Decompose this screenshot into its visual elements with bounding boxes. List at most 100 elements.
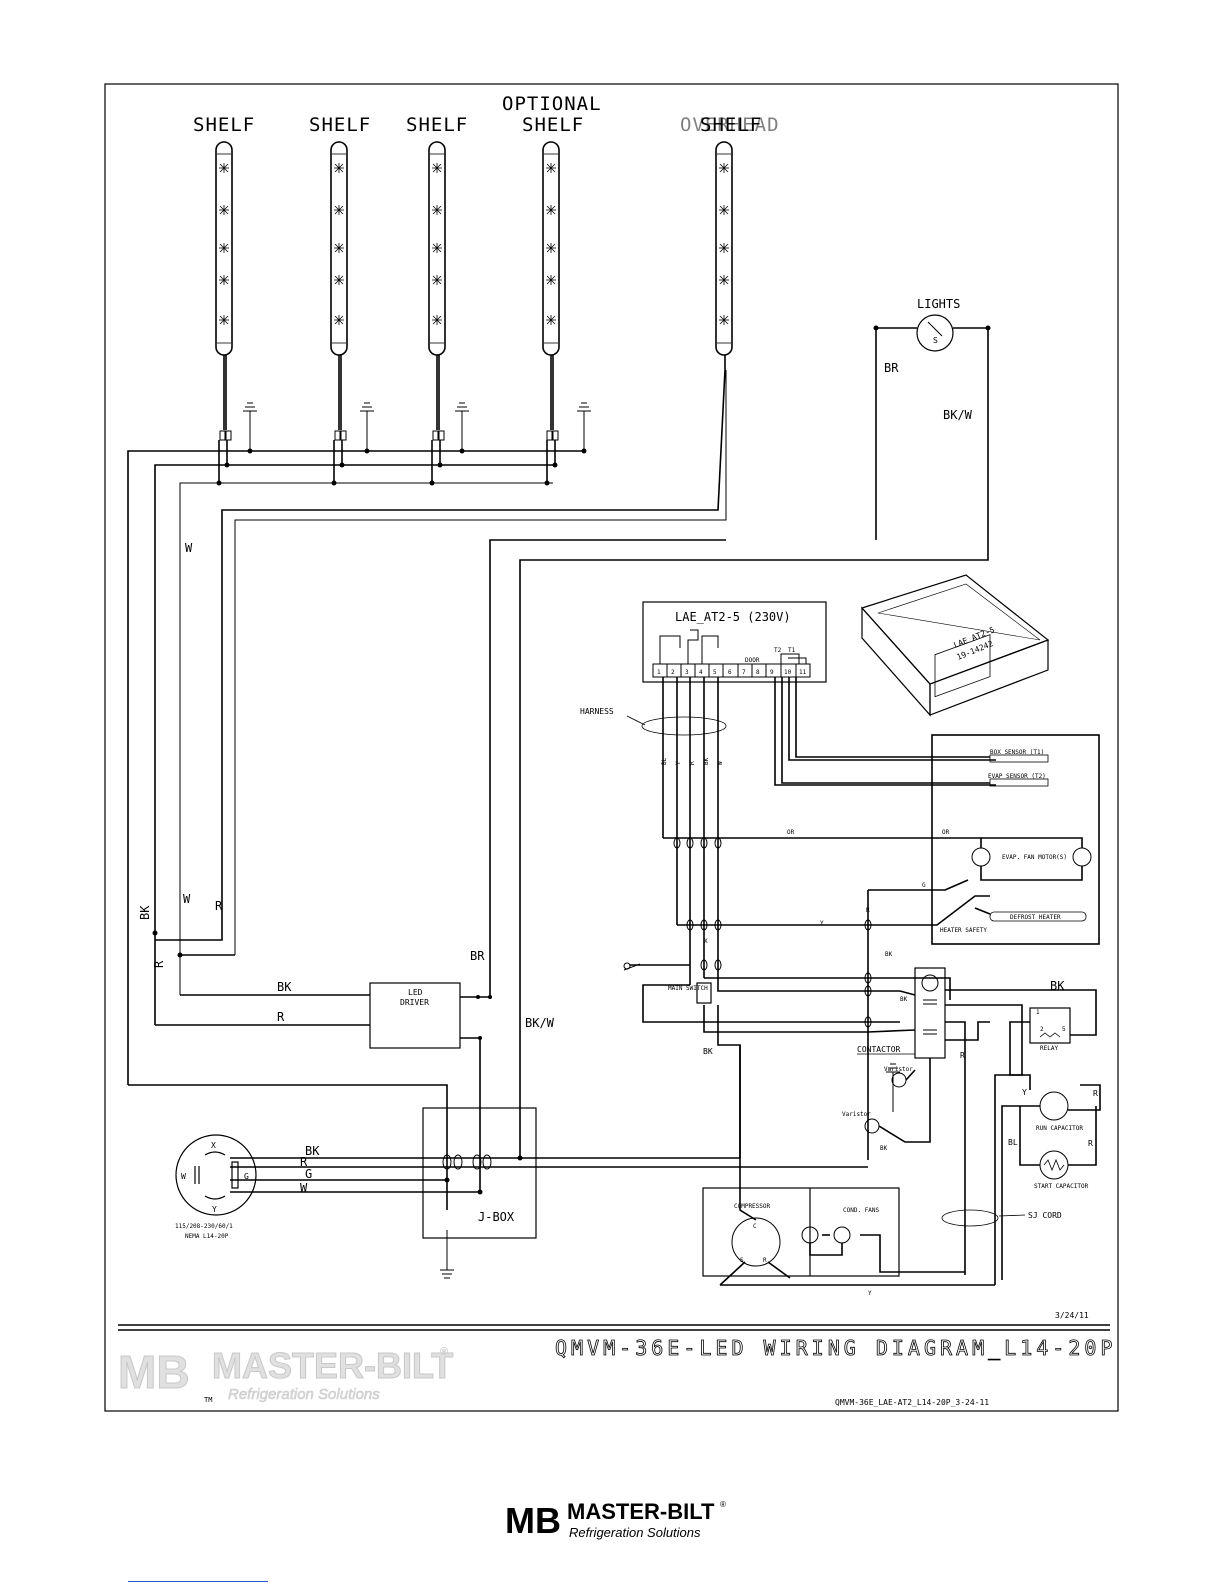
evap-fan-motor-right <box>1072 847 1092 867</box>
svg-text:BK: BK <box>703 757 710 765</box>
evap-wires <box>663 837 1083 1160</box>
evap-sensor-label: EVAP SENSOR (T2) <box>988 773 1046 780</box>
controller-terminal-strip <box>652 663 811 678</box>
ground-symbol <box>576 402 592 452</box>
svg-text:3: 3 <box>685 669 689 676</box>
svg-text:1: 1 <box>657 669 661 676</box>
drawing-title: QMVM-36E-LED WIRING DIAGRAM_L14-20P <box>555 1336 1116 1360</box>
evap-fan-motor-left <box>971 847 991 867</box>
jbox-splices <box>442 1154 492 1170</box>
wire-label-bk: BK <box>900 996 908 1003</box>
relay <box>1029 1007 1071 1044</box>
harness-sheath <box>641 716 727 736</box>
wire-label-bk: BK <box>138 905 152 920</box>
plug-g: G <box>244 1172 249 1181</box>
svg-text:7: 7 <box>742 669 746 676</box>
wire-label-br: BR <box>884 361 899 375</box>
led-bar-shelf-3 <box>428 141 446 356</box>
wire-label-r: R <box>300 1155 308 1169</box>
controller-relays <box>659 629 807 664</box>
wire-label-w: W <box>183 892 191 906</box>
t2-label: T2 <box>774 647 782 654</box>
box-sensor <box>989 754 1049 763</box>
harness-color-labels: BL Y R BK W <box>661 757 724 765</box>
relay-pin-1: 1 <box>1036 1009 1040 1016</box>
wire-label-or: OR <box>942 829 950 836</box>
varistor-label-2: Varistor <box>842 1111 871 1118</box>
led-bar-shelf-2 <box>330 141 348 356</box>
j-box <box>422 1107 537 1239</box>
compressor-power-wires <box>945 989 1101 1285</box>
evaporator-section <box>931 734 1100 945</box>
contactor-label: CONTACTOR <box>857 1045 901 1054</box>
svg-text:6: 6 <box>728 669 732 676</box>
wire-label-r: R <box>866 907 870 914</box>
shelf-label-1: SHELF <box>193 114 255 136</box>
relay-label: RELAY <box>1040 1045 1058 1052</box>
wire-label-r: R <box>960 1051 965 1060</box>
wire-label-bk: BK <box>880 1145 888 1152</box>
plug-spec: NEMA L14-20P <box>185 1233 229 1240</box>
controller-label: LAE_AT2-5 (230V) <box>675 610 791 624</box>
svg-text:4: 4 <box>699 669 703 676</box>
t1-label: T1 <box>788 647 796 654</box>
svg-text:Y: Y <box>675 761 682 765</box>
led-driver-label: LED <box>408 988 423 997</box>
wire-label-br: BR <box>470 949 485 963</box>
led-bar-shelf-4 <box>542 141 560 356</box>
wire-label-r: R <box>1088 1139 1093 1148</box>
compressor-label: COMPRESSOR <box>734 1203 771 1210</box>
evap-fan-label: EVAP. FAN MOTOR(S) <box>1002 854 1067 861</box>
svg-text:MASTER-BILT: MASTER-BILT <box>567 1499 715 1524</box>
svg-text:®: ® <box>720 1500 726 1509</box>
wire-label-or: OR <box>787 829 795 836</box>
plug-x: X <box>211 1141 216 1150</box>
door-label: DOOR <box>745 657 760 664</box>
led-driver-wires <box>155 539 726 1192</box>
cond-fans-label: COND. FANS <box>843 1207 880 1214</box>
svg-text:2: 2 <box>671 669 675 676</box>
run-capacitor <box>1039 1091 1069 1121</box>
nema-plug <box>175 1134 257 1216</box>
contactor-coil <box>921 974 939 992</box>
lights-switch-s: S <box>933 336 938 345</box>
relay-pin-5: 5 <box>1062 1026 1066 1033</box>
plug-y: Y <box>212 1205 217 1214</box>
led-driver-label: DRIVER <box>400 998 429 1007</box>
svg-text:W: W <box>717 761 724 765</box>
svg-text:11: 11 <box>799 669 807 676</box>
sj-cord-sheath <box>941 1209 999 1227</box>
plug-prongs <box>194 1151 239 1200</box>
wire-label-r: R <box>1093 1089 1098 1098</box>
svg-text:8: 8 <box>756 669 760 676</box>
main-switch[interactable] <box>696 982 712 1004</box>
main-switch-label: MAIN SWITCH <box>668 985 708 992</box>
varistor-wires <box>878 1058 931 1143</box>
ground-symbol <box>454 402 470 452</box>
svg-text:Refrigeration Solutions: Refrigeration Solutions <box>228 1386 380 1403</box>
relay-pin-2: 2 <box>1040 1026 1044 1033</box>
connector-3 <box>432 430 445 441</box>
wire-label-bk: BK <box>885 951 893 958</box>
footer-link-underline <box>128 1581 268 1582</box>
defrost-heater-label: DEFROST HEATER <box>1010 914 1061 921</box>
led-bar-shelf-1 <box>215 141 233 356</box>
controller-block <box>642 601 827 683</box>
wire-label-x: X <box>704 938 708 945</box>
wire-label-r: R <box>215 899 223 913</box>
varistor-label-1: Varistor <box>884 1066 913 1073</box>
evap-sensor <box>989 778 1049 787</box>
wire-label-g: G <box>305 1167 312 1181</box>
start-capacitor-label: START CAPACITOR <box>1034 1183 1089 1190</box>
run-capacitor-label: RUN CAPACITOR <box>1036 1125 1083 1132</box>
control-bundle <box>630 964 951 1158</box>
controller-illustration <box>860 574 1050 717</box>
svg-text:TM: TM <box>204 1396 212 1404</box>
wire-label-w: W <box>185 541 193 555</box>
compressor-r: R <box>763 1257 767 1264</box>
svg-text:Refrigeration Solutions: Refrigeration Solutions <box>569 1525 701 1540</box>
compressor-section <box>702 1187 900 1277</box>
wire-label-r: R <box>152 960 166 968</box>
